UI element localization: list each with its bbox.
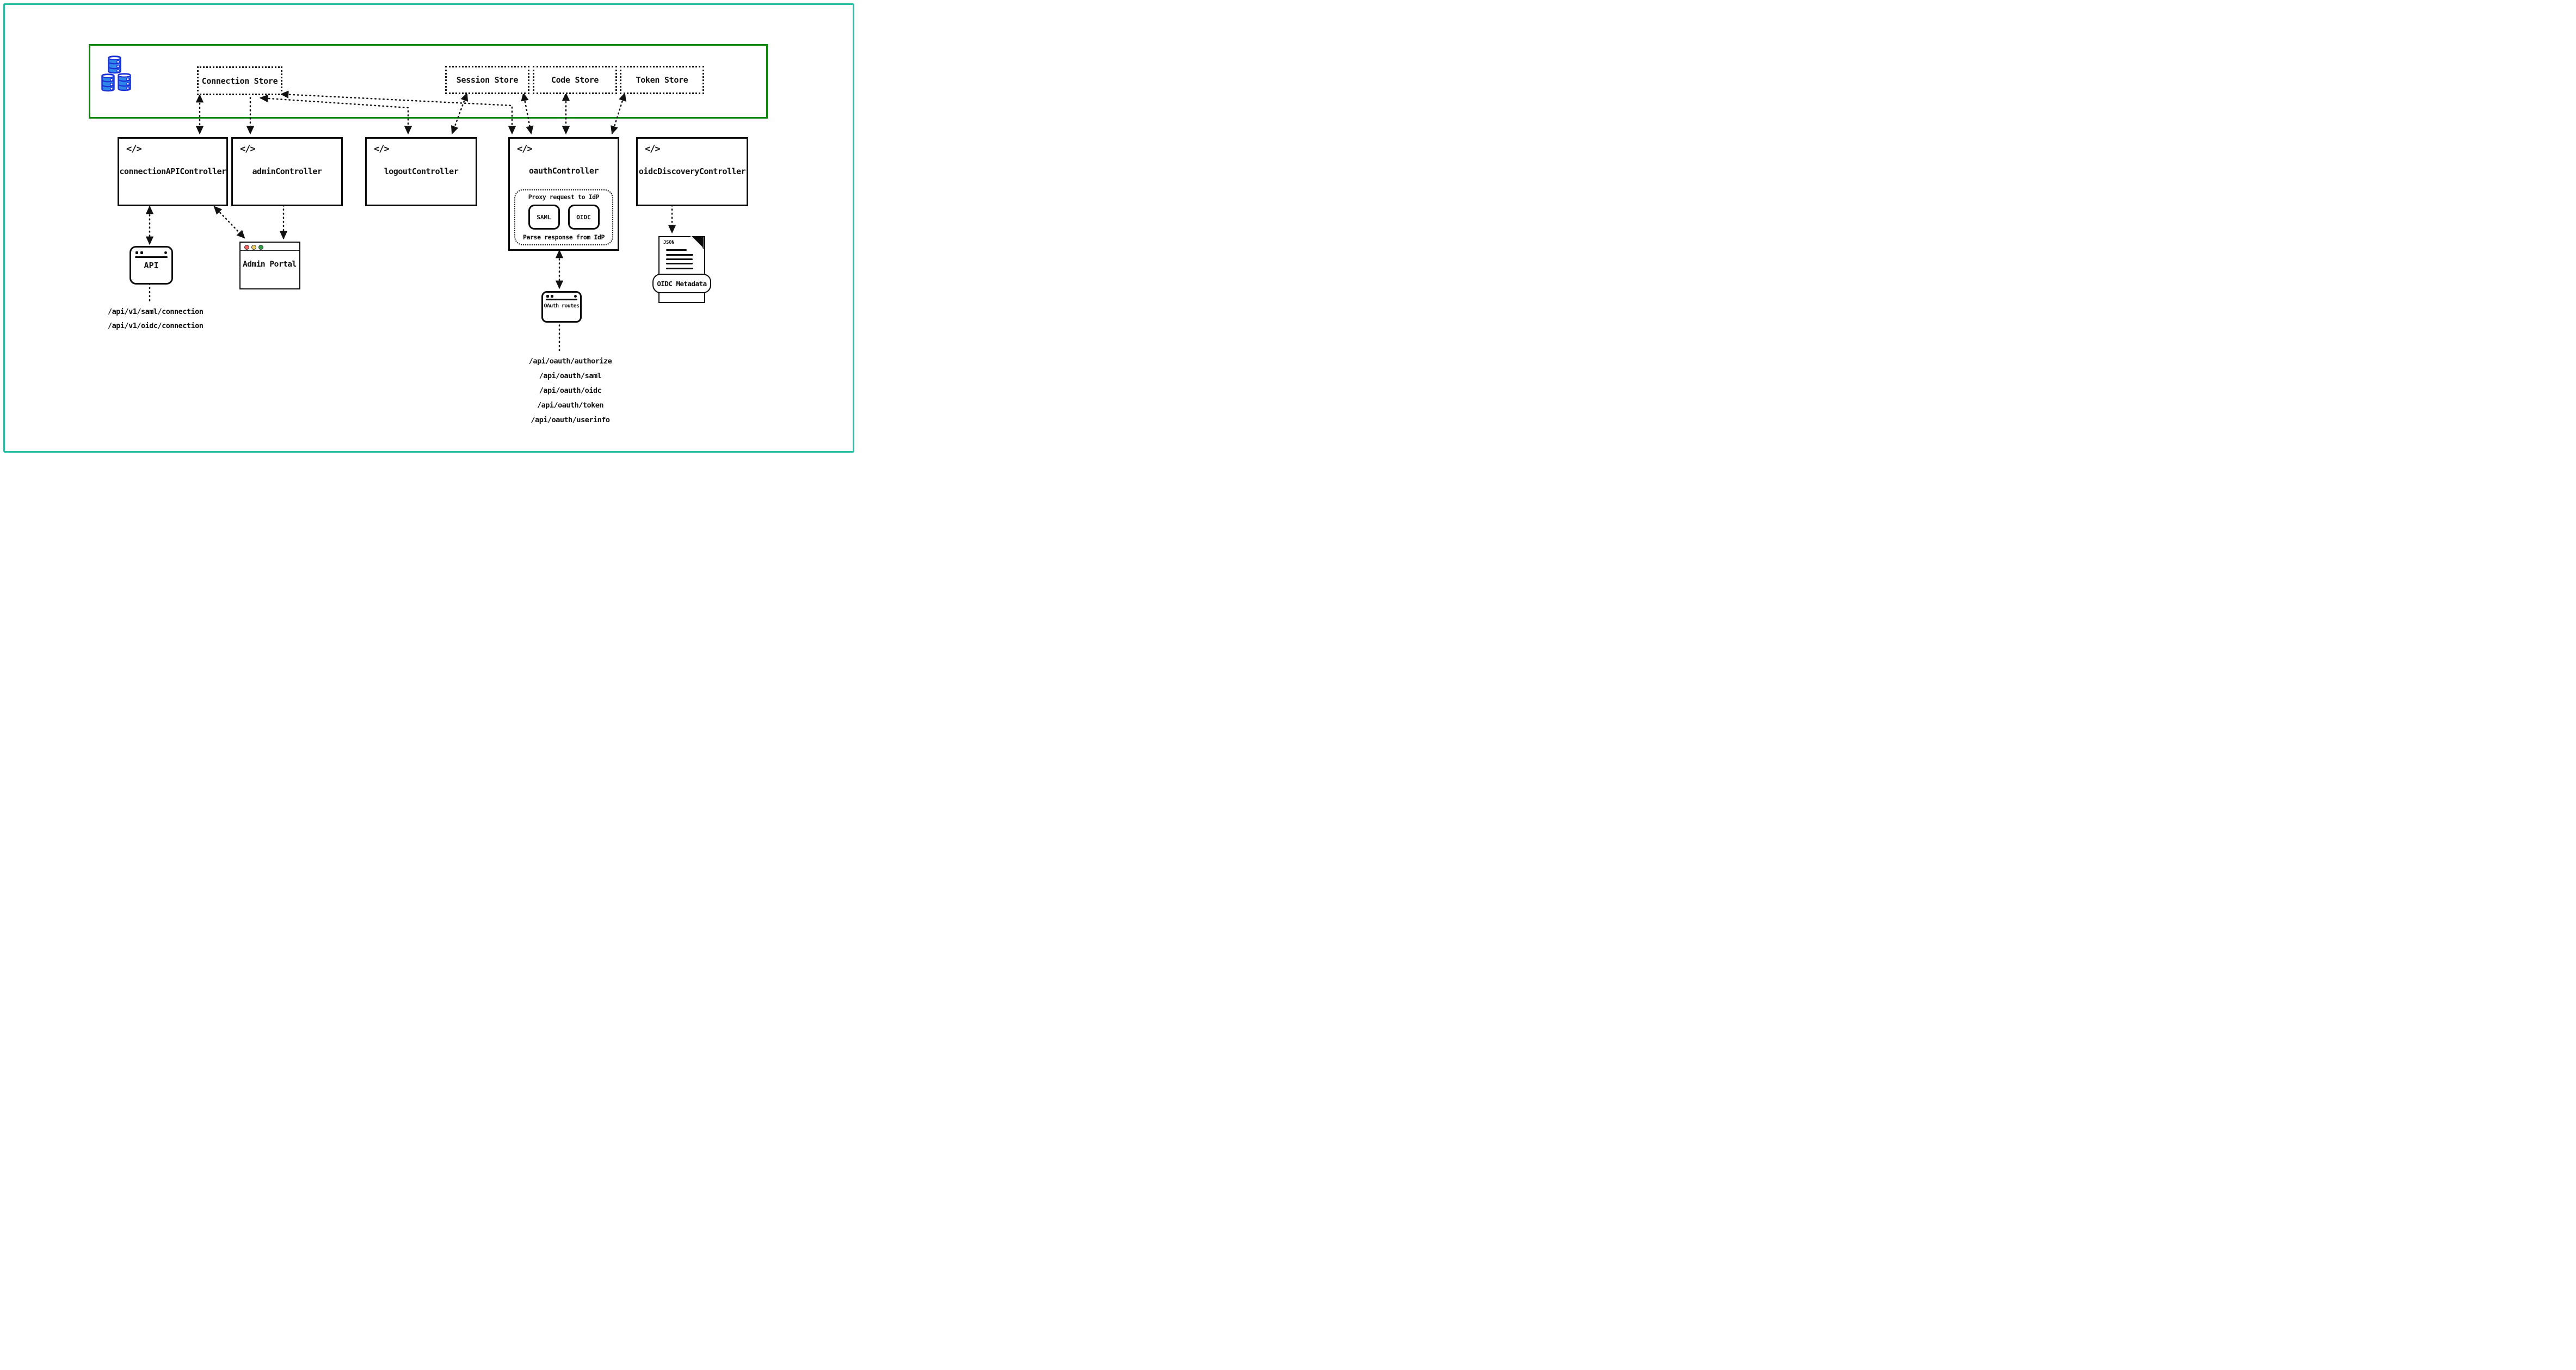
- portal-titlebar: [241, 243, 299, 251]
- window-dot-icon: [164, 251, 167, 254]
- doc-text-line: [666, 263, 693, 264]
- controller-oauth-label: oauthController: [529, 166, 599, 176]
- controller-connection-api-label: connectionAPIController: [119, 166, 226, 176]
- api-window-icon: API: [130, 246, 173, 285]
- window-dot-icon: [551, 295, 553, 298]
- protocol-row: SAML OIDC: [528, 205, 600, 230]
- store-connection-label: Connection Store: [201, 76, 278, 86]
- connection-api-routes: /api/v1/saml/connection /api/v1/oidc/con…: [108, 305, 217, 333]
- store-session: Session Store: [445, 66, 529, 94]
- protocol-saml: SAML: [528, 205, 560, 230]
- route-text: /api/v1/saml/connection: [108, 307, 204, 316]
- window-titlebar: [135, 249, 168, 258]
- doc-text-line: [666, 249, 687, 251]
- controller-oauth: </> oauthController Proxy request to IdP…: [508, 137, 619, 251]
- code-icon: </>: [240, 144, 256, 155]
- route-text: /api/oauth/saml: [539, 372, 602, 380]
- traffic-red-icon: [244, 244, 249, 250]
- database-icon: [101, 55, 131, 92]
- route-text: /api/oauth/token: [537, 401, 604, 410]
- store-code-label: Code Store: [551, 75, 599, 85]
- store-token-label: Token Store: [636, 75, 688, 85]
- protocol-oidc: OIDC: [568, 205, 600, 230]
- wire-connapi-portal: [213, 206, 245, 239]
- proxy-request-label: Proxy request to IdP: [528, 193, 600, 201]
- window-dot-icon: [140, 251, 143, 254]
- api-window-label: API: [144, 261, 159, 270]
- doc-text-line: [666, 254, 693, 256]
- admin-portal-label: Admin Portal: [243, 260, 297, 269]
- store-connection: Connection Store: [197, 66, 282, 95]
- connector-arrows: [145, 90, 676, 352]
- page-fold-icon: [691, 235, 703, 248]
- wire-session-logout: [451, 92, 469, 135]
- controller-admin-label: adminController: [252, 166, 322, 176]
- code-icon: </>: [374, 144, 390, 155]
- window-divider: [546, 299, 577, 300]
- doc-text-line: [666, 268, 693, 269]
- outer-frame: [3, 3, 854, 453]
- controller-logout-label: logoutController: [384, 166, 459, 176]
- window-dot-icon: [574, 295, 577, 298]
- window-divider: [135, 256, 168, 258]
- wire-connstore-oauth: [280, 90, 516, 135]
- route-text: /api/oauth/userinfo: [531, 416, 610, 424]
- code-icon: </>: [517, 144, 533, 155]
- route-text: /api/oauth/authorize: [528, 357, 612, 366]
- wire-session-oauth: [521, 92, 534, 135]
- window-titlebar: [546, 294, 577, 300]
- traffic-green-icon: [258, 244, 263, 250]
- store-code: Code Store: [533, 66, 617, 94]
- route-text: /api/v1/oidc/connection: [108, 322, 204, 330]
- parse-response-label: Parse response from IdP: [522, 233, 605, 241]
- route-text: /api/oauth/oidc: [539, 386, 602, 395]
- oidc-metadata-pill: OIDC Metadata: [652, 274, 711, 293]
- window-dot-icon: [546, 295, 549, 298]
- controller-oidc-discovery-label: oidcDiscoveryController: [638, 166, 746, 176]
- json-file-type-label: JSON: [663, 240, 675, 245]
- oauth-route-list: /api/oauth/authorize /api/oauth/saml /ap…: [516, 354, 625, 428]
- architecture-diagram: { "diagram": { "stores": ["Connection St…: [0, 0, 859, 456]
- controller-logout: </> logoutController: [365, 137, 477, 206]
- traffic-yellow-icon: [251, 244, 256, 250]
- oidc-metadata-label: OIDC Metadata: [657, 279, 707, 288]
- idp-proxy-group: Proxy request to IdP SAML OIDC Parse res…: [514, 189, 613, 245]
- code-icon: </>: [645, 144, 661, 155]
- controller-connection-api: </> connectionAPIController: [118, 137, 228, 206]
- controller-admin: </> adminController: [231, 137, 343, 206]
- window-dot-icon: [135, 251, 138, 254]
- doc-text-line: [666, 258, 693, 260]
- admin-portal-window: Admin Portal: [239, 242, 300, 289]
- controller-oidc-discovery: </> oidcDiscoveryController: [636, 137, 748, 206]
- oauth-routes-window-icon: OAuth routes: [541, 291, 582, 323]
- oauth-routes-label: OAuth routes: [544, 303, 580, 309]
- wire-connstore-logout: [259, 94, 412, 135]
- code-icon: </>: [126, 144, 142, 155]
- store-token: Token Store: [620, 66, 704, 94]
- store-session-label: Session Store: [456, 75, 519, 85]
- wire-token-oauth: [611, 92, 626, 135]
